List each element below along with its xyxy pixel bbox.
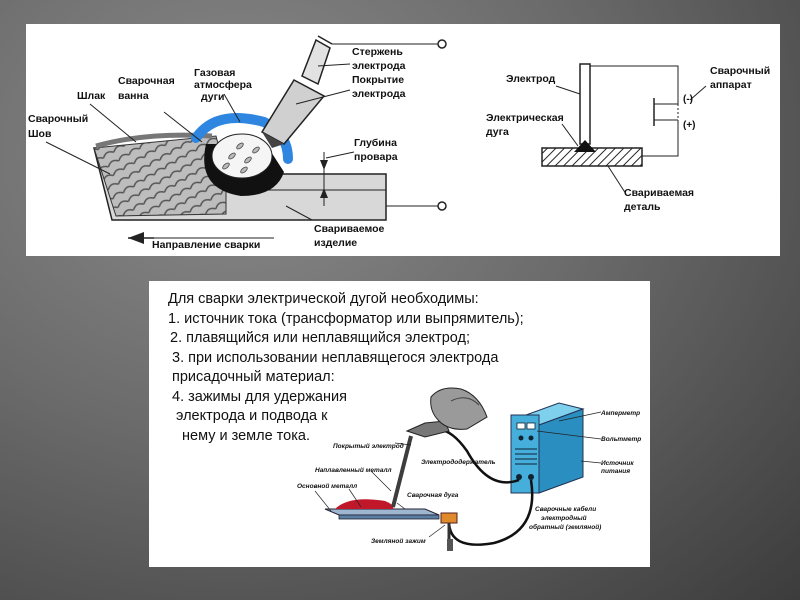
label-power-source-2: питания [601, 468, 630, 475]
label-gas-3: дуги [201, 91, 224, 103]
requirement-item-2: 2. плавящийся или неплавящийся электрод; [170, 330, 470, 346]
label-part-2: деталь [624, 201, 661, 213]
label-gas-1: Газовая [194, 67, 235, 79]
equipment-diagram: Амперметр Вольтметр Источник питания Пок… [297, 387, 641, 551]
label-direction: Направление сварки [152, 239, 260, 251]
glove-hand [430, 387, 488, 430]
label-cables-1: Сварочные кабели [535, 505, 596, 513]
requirement-item-4-line1: 4. зажимы для удержания [172, 388, 347, 405]
label-pool-2: ванна [118, 90, 149, 102]
top-diagram-panel: Стержень электрода Покрытие электрода Га… [26, 24, 780, 256]
label-apparatus-1: Сварочный [710, 65, 770, 77]
label-pool-1: Сварочная [118, 75, 175, 87]
label-coating-1: Покрытие [352, 74, 404, 86]
label-deposited-metal: Наплавленный металл [315, 466, 392, 474]
label-rod-2: электрода [352, 60, 406, 72]
electrode [260, 35, 333, 148]
requirements-list: Для сварки электрической дугой необходим… [168, 290, 588, 446]
label-cables-2: электродный [541, 514, 587, 522]
label-ground-clamp: Земляной зажим [371, 537, 426, 545]
label-base-metal: Основной металл [297, 482, 357, 490]
label-power-source-1: Источник [601, 460, 634, 467]
requirement-item-4-line3: нему и земле тока. [182, 427, 310, 444]
power-source-unit [510, 402, 585, 494]
label-slag: Шлак [77, 90, 106, 102]
label-workpiece-2: изделие [314, 237, 357, 249]
label-depth-1: Глубина [354, 137, 397, 149]
bottom-text-panel: Для сварки электрической дугой необходим… [149, 281, 650, 567]
label-arc-2: дуга [486, 126, 509, 138]
welding-process-diagram: Стержень электрода Покрытие электрода Га… [28, 35, 447, 251]
welding-diagrams: Стержень электрода Покрытие электрода Га… [28, 35, 770, 251]
ground-cable [447, 479, 534, 546]
requirement-item-3-line1: 3. при использовании неплавящегося элект… [172, 349, 499, 366]
coated-electrode [391, 435, 413, 508]
label-ammeter: Амперметр [600, 410, 640, 417]
label-coated-electrode: Покрытый электрод [333, 442, 404, 450]
requirement-item-1: 1. источник тока (трансформатор или выпр… [168, 310, 524, 327]
circuit-diagram: Электрод Сварочный аппарат Электрическая… [486, 63, 770, 213]
label-voltmeter: Вольтметр [601, 436, 641, 443]
label-seam-2: Шов [28, 128, 52, 140]
label-seam-1: Сварочный [28, 113, 88, 125]
gas-atmosphere [191, 113, 293, 164]
label-welding-arc: Сварочная дуга [407, 491, 459, 499]
label-part-1: Свариваемая [624, 187, 694, 199]
work-plate [324, 499, 440, 520]
electrode-holder [405, 387, 488, 438]
label-workpiece-1: Свариваемое [314, 223, 385, 235]
label-minus: (-) [683, 94, 693, 105]
requirement-item-4-line2: электрода и подвода к [176, 408, 328, 424]
label-arc-1: Электрическая [486, 112, 564, 124]
electrode-cable [434, 428, 520, 484]
label-depth-2: провара [354, 151, 398, 163]
requirement-item-3-line2: присадочный материал: [172, 369, 335, 385]
label-holder: Электрододержатель [421, 458, 496, 466]
circuit-arc [574, 140, 596, 152]
ground-clamp [440, 512, 458, 551]
label-coating-2: электрода [352, 88, 406, 100]
label-plus: (+) [683, 120, 696, 131]
deposited-metal [335, 499, 394, 509]
label-rod-1: Стержень [352, 46, 403, 58]
circuit-electrode [579, 63, 591, 145]
label-apparatus-2: аппарат [710, 79, 752, 91]
requirements-heading: Для сварки электрической дугой необходим… [168, 291, 479, 307]
label-electrode: Электрод [506, 73, 556, 85]
label-gas-2: атмосфера [194, 79, 252, 91]
label-cables-3: обратный (земляной) [529, 523, 601, 531]
